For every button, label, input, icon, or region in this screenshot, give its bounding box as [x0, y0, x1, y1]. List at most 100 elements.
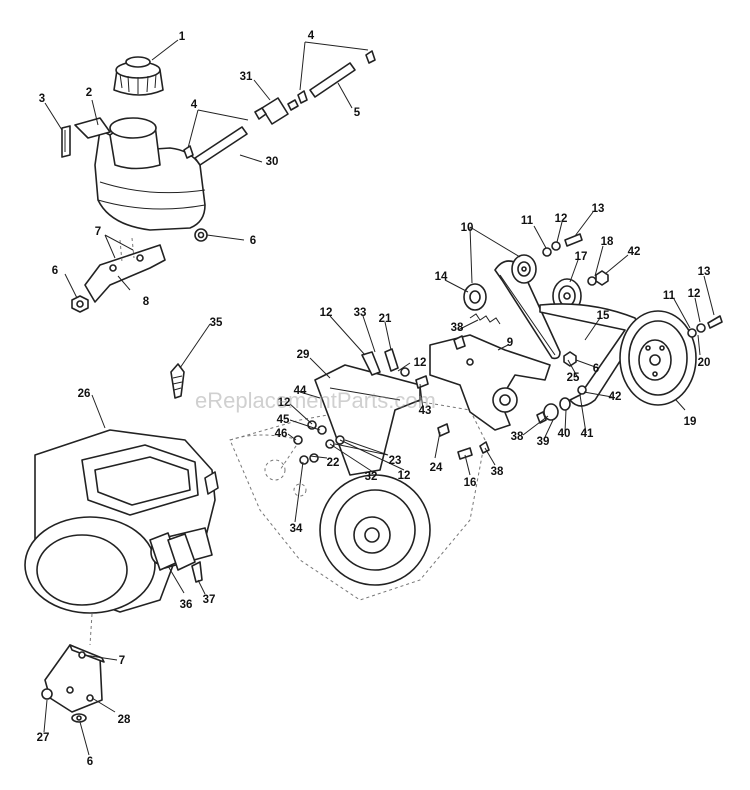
callout-label: 11 — [521, 215, 534, 227]
washer — [687, 328, 697, 338]
callout-label: 21 — [379, 313, 392, 325]
washer — [299, 455, 309, 465]
nut — [71, 295, 89, 313]
callout-label: 18 — [601, 236, 614, 248]
nut — [563, 351, 577, 367]
washer — [293, 435, 303, 445]
bolt — [536, 411, 547, 424]
bolt — [457, 447, 473, 460]
hose-clamp — [365, 50, 376, 64]
callout-label: 26 — [78, 388, 91, 400]
washer — [309, 453, 319, 463]
fuel-cap — [113, 56, 164, 96]
bolt — [191, 561, 203, 583]
nut — [577, 385, 587, 395]
nut — [595, 270, 609, 286]
carriage-bolt — [361, 351, 381, 376]
callout-label: 7 — [119, 655, 125, 667]
drive-belt — [494, 260, 561, 360]
callout-label: 22 — [327, 457, 340, 469]
nut — [696, 323, 706, 333]
callout-label: 8 — [143, 296, 150, 308]
callout-label: 12 — [414, 357, 427, 369]
callout-label: 16 — [464, 477, 477, 489]
callout-label: 37 — [203, 594, 216, 606]
drive-pulley-housing — [319, 474, 431, 586]
fuel-filter — [254, 97, 299, 125]
starter-motor — [167, 533, 196, 571]
callout-label: 4 — [308, 30, 315, 42]
callout-label: 17 — [575, 251, 588, 263]
callout-label: 7 — [95, 226, 101, 238]
callout-label: 13 — [592, 203, 605, 215]
engine — [24, 429, 219, 614]
hose-clamp — [297, 90, 308, 104]
callout-label: 4 — [191, 99, 198, 111]
callout-label: 10 — [461, 222, 474, 234]
idler-pulley — [463, 283, 487, 311]
idler-spring — [469, 313, 501, 325]
bolt — [453, 335, 466, 350]
nut — [41, 688, 53, 700]
fuel-tank — [74, 117, 206, 231]
watermark: eReplacementParts.com — [195, 388, 436, 413]
callout-label: 36 — [180, 599, 193, 611]
nut — [194, 228, 208, 242]
callout-label: 30 — [266, 156, 279, 168]
callout-label: 31 — [240, 71, 253, 83]
callout-label: 9 — [507, 337, 513, 349]
callout-label: 25 — [567, 372, 580, 384]
engine-mount-plate — [44, 644, 105, 713]
bolt — [415, 375, 429, 389]
callouts: 1 2 3 4 4 5 31 30 6 6 7 8 10 11 12 13 14… — [37, 30, 711, 768]
callout-label: 33 — [354, 307, 367, 319]
callout-label: 35 — [210, 317, 223, 329]
auger-pulley — [619, 310, 697, 406]
leader-lines — [43, 39, 715, 756]
callout-label: 6 — [87, 756, 93, 768]
idler-bracket — [429, 334, 551, 431]
washer — [542, 247, 552, 257]
callout-label: 6 — [52, 265, 58, 277]
callout-label: 44 — [294, 385, 307, 397]
callout-label: 6 — [593, 363, 599, 375]
callout-label: 46 — [275, 428, 288, 440]
fuel-line — [309, 62, 356, 98]
callout-label: 42 — [628, 246, 641, 258]
callout-label: 43 — [419, 405, 432, 417]
callout-label: 20 — [698, 357, 711, 369]
callout-label: 3 — [39, 93, 45, 105]
chassis-frame — [229, 399, 486, 601]
callout-label: 27 — [37, 732, 50, 744]
idler-pulley — [511, 254, 537, 284]
callout-label: 13 — [698, 266, 711, 278]
callout-label: 2 — [86, 87, 92, 99]
callout-label: 12 — [555, 213, 568, 225]
callout-label: 12 — [278, 397, 291, 409]
callout-label: 11 — [663, 290, 676, 302]
nut — [71, 713, 87, 723]
callout-label: 38 — [451, 322, 464, 334]
nut — [551, 241, 561, 251]
callout-label: 40 — [558, 428, 571, 440]
nut — [400, 367, 410, 377]
callout-label: 23 — [389, 455, 402, 467]
callout-label: 15 — [597, 310, 610, 322]
washer — [317, 425, 327, 435]
tank-bracket — [84, 244, 166, 303]
bolt — [707, 315, 723, 329]
callout-label: 12 — [320, 307, 333, 319]
callout-label: 12 — [688, 288, 701, 300]
callout-label: 38 — [491, 466, 504, 478]
callout-label: 24 — [430, 462, 443, 474]
bolt — [384, 348, 399, 372]
spark-plug — [170, 363, 185, 399]
callout-label: 39 — [537, 436, 550, 448]
callout-label: 29 — [297, 349, 310, 361]
fuel-line — [194, 126, 248, 166]
bolt — [564, 233, 583, 247]
callout-label: 14 — [435, 271, 448, 283]
callout-label: 45 — [277, 414, 290, 426]
bolt — [479, 441, 490, 454]
